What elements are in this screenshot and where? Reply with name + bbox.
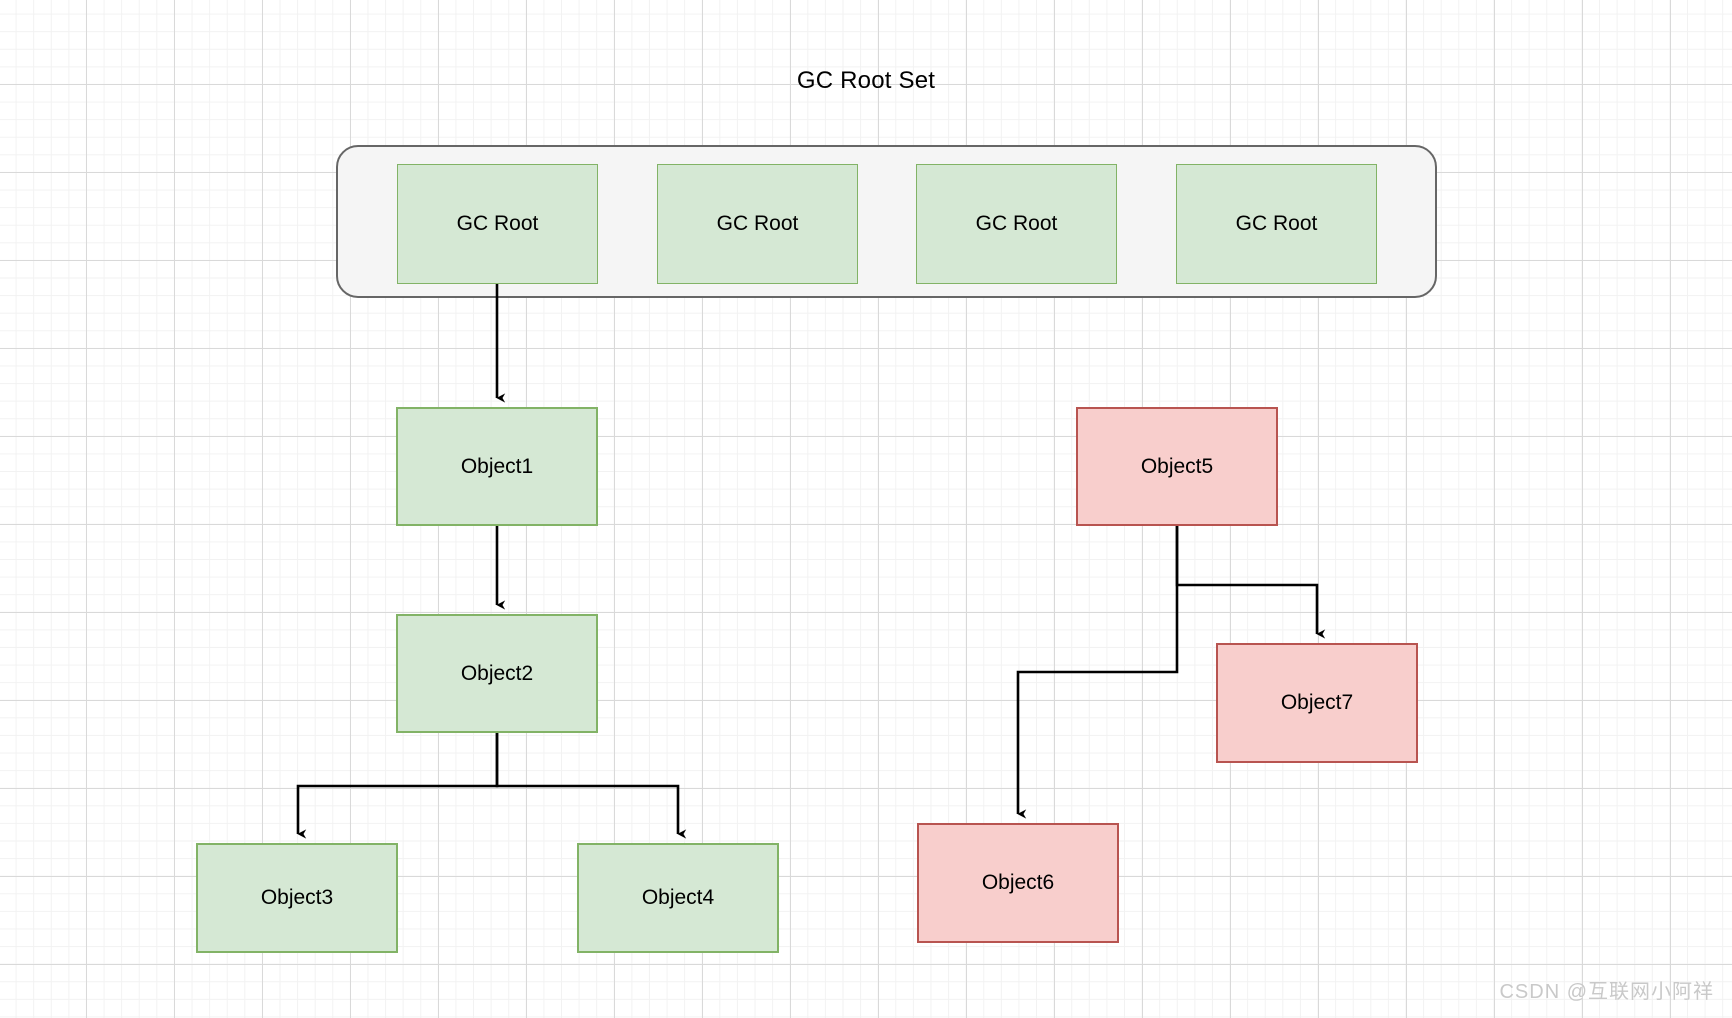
node-object4[interactable]: Object4 <box>577 843 779 953</box>
gc-root-box-3[interactable]: GC Root <box>916 164 1117 284</box>
node-label: Object6 <box>981 871 1055 894</box>
gc-root-label: GC Root <box>975 212 1058 235</box>
page-title: GC Root Set <box>796 67 936 94</box>
node-object7[interactable]: Object7 <box>1216 643 1418 763</box>
gc-root-box-4[interactable]: GC Root <box>1176 164 1377 284</box>
edge-object5-to-object7 <box>1175 526 1326 639</box>
gc-root-label: GC Root <box>716 212 799 235</box>
watermark: CSDN @互联网小阿祥 <box>1499 981 1714 1003</box>
node-label: Object7 <box>1280 691 1354 714</box>
node-label: Object4 <box>641 886 715 909</box>
gc-root-label: GC Root <box>456 212 539 235</box>
node-object3[interactable]: Object3 <box>196 843 398 953</box>
edge-object5-to-object6 <box>1016 526 1179 819</box>
node-label: Object3 <box>260 886 334 909</box>
gc-root-label: GC Root <box>1235 212 1318 235</box>
node-object2[interactable]: Object2 <box>396 614 598 733</box>
node-label: Object1 <box>460 454 534 478</box>
node-label: Object2 <box>460 661 534 685</box>
gc-root-box-2[interactable]: GC Root <box>657 164 858 284</box>
node-label: Object5 <box>1140 454 1214 478</box>
edge-object2-to-object3 <box>296 733 499 839</box>
node-object5[interactable]: Object5 <box>1076 407 1278 526</box>
node-object6[interactable]: Object6 <box>917 823 1119 943</box>
gc-root-box-1[interactable]: GC Root <box>397 164 598 284</box>
node-object1[interactable]: Object1 <box>396 407 598 526</box>
edge-object2-to-object4 <box>495 733 687 839</box>
